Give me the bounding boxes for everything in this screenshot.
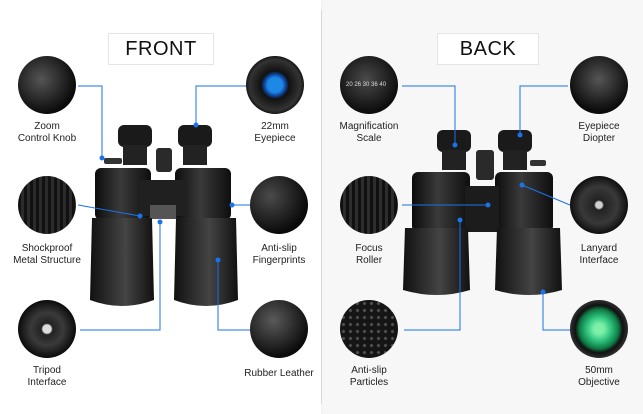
objective-detail [570,300,628,358]
shockproof-detail [18,176,76,234]
back-binocular [403,130,562,295]
magnification-detail: 20 26 30 36 40 [340,56,398,114]
zoom-knob-detail [18,56,76,114]
rubber-leather-detail [250,300,308,358]
diopter-detail [570,56,628,114]
front-binocular [90,125,238,306]
rubber-leather-label: Rubber Leather [244,368,314,379]
lanyard-detail [570,176,628,234]
callout-lines [77,85,572,331]
front-title: FRONT [108,33,214,65]
front-title-text: FRONT [125,37,197,60]
eyepiece-detail [246,56,304,114]
back-title-text: BACK [459,37,517,60]
magnification-scale-text: 20 26 30 36 40 [346,82,387,88]
particles-detail [340,300,398,358]
panel-divider [321,10,322,404]
focus-roller-detail [340,176,398,234]
tripod-detail [18,300,76,358]
fingerprints-detail [250,176,308,234]
callout-dots [99,122,546,295]
back-title: BACK [437,33,539,65]
